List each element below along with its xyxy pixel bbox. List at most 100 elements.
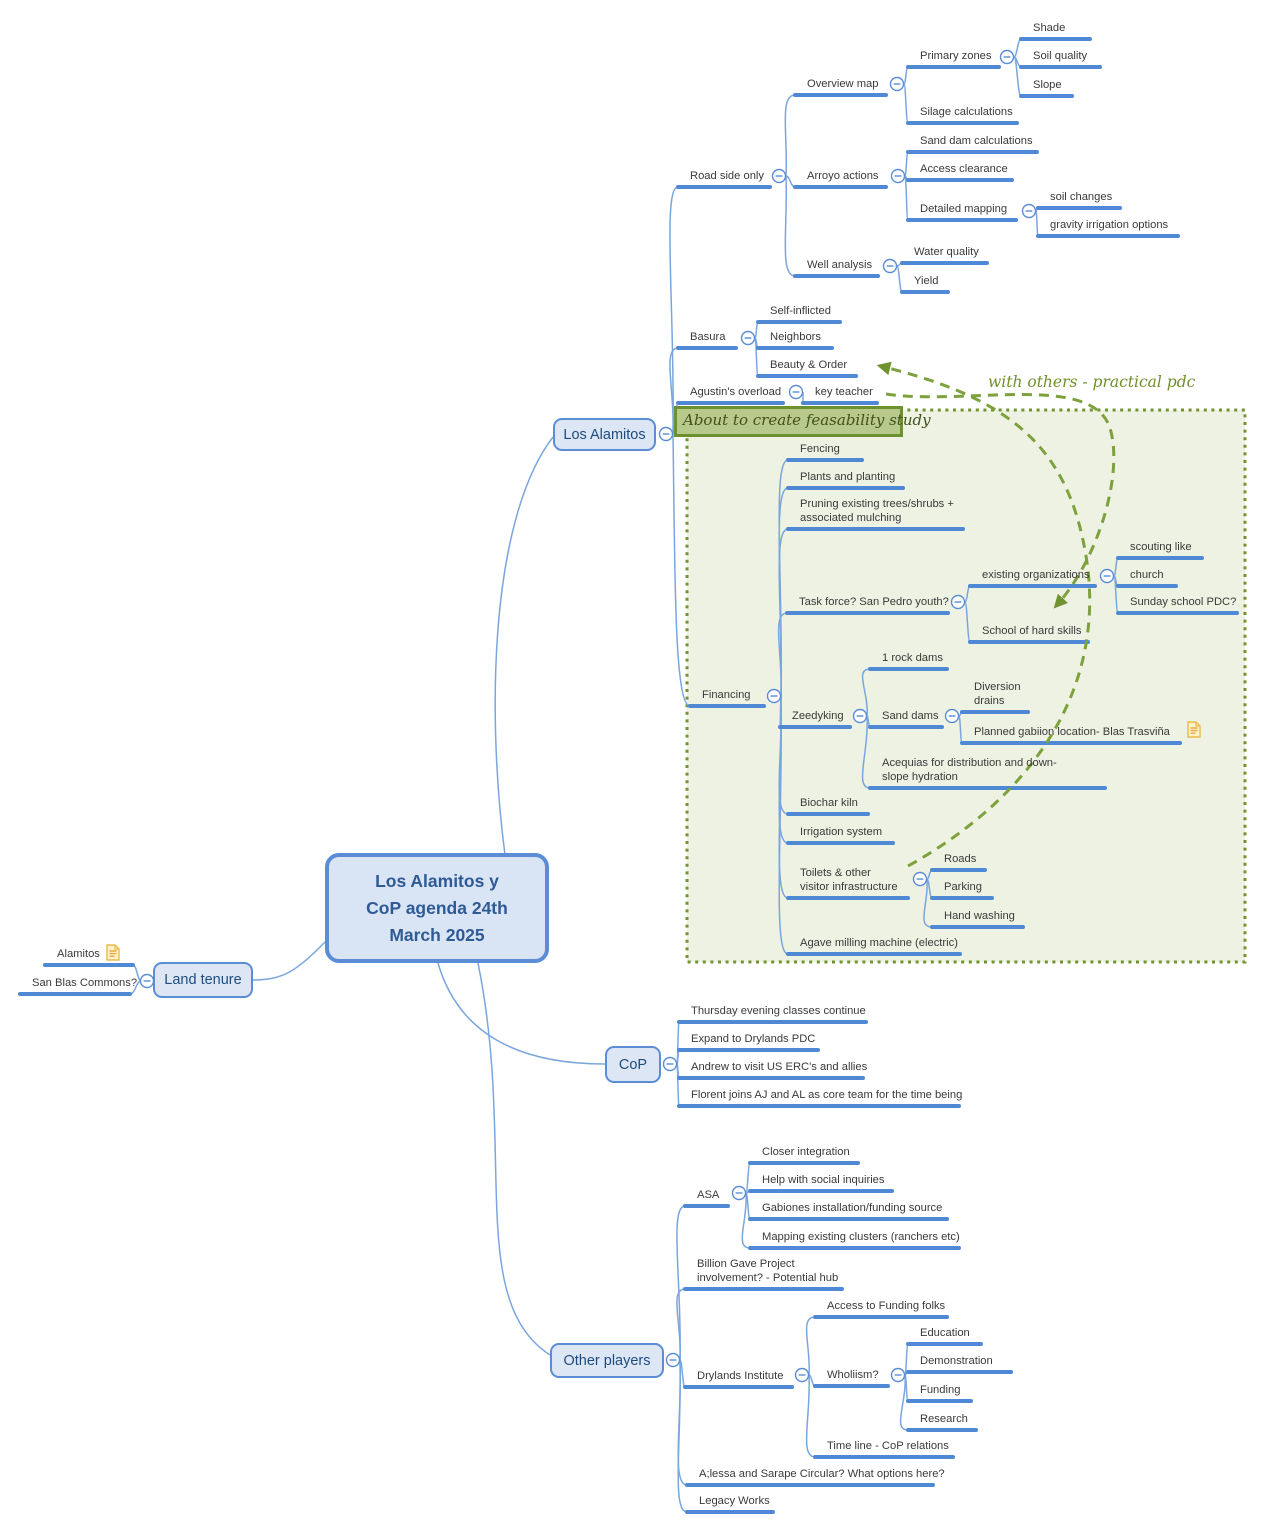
node-help-social[interactable]: Help with social inquiries [762,1174,885,1186]
node-soil-quality[interactable]: Soil quality [1033,50,1088,62]
node-gabiones[interactable]: Gabiones installation/funding source [762,1202,943,1214]
node-church[interactable]: church [1130,569,1164,581]
node-land-tenure[interactable]: Land tenure [153,962,253,998]
node-school-of-hard-skills[interactable]: School of hard skills [982,625,1082,637]
node-hand-washing[interactable]: Hand washing [944,910,1015,922]
node-agave[interactable]: Agave milling machine (electric) [800,937,958,949]
collapse-toggle[interactable] [1099,568,1115,584]
node-irrigation-system[interactable]: Irrigation system [800,826,883,838]
relation-arrows[interactable] [876,361,1116,868]
collapse-toggle[interactable] [662,1056,678,1072]
node-slope[interactable]: Slope [1033,79,1062,91]
node-expand-drylands[interactable]: Expand to Drylands PDC [691,1033,816,1045]
node-san-blas[interactable]: San Blas Commons? [32,977,138,989]
feasability-note[interactable]: About to create feasability study [674,406,931,437]
node-research[interactable]: Research [920,1413,968,1425]
collapse-toggle[interactable] [740,330,756,346]
node-parking[interactable]: Parking [944,881,982,893]
central-topic[interactable]: Los Alamitos y CoP agenda 24th March 202… [325,853,549,963]
node-sand-dams[interactable]: Sand dams [882,710,939,722]
node-pruning[interactable]: Pruning existing trees/shrubs + associat… [800,498,954,524]
node-financing[interactable]: Financing [702,689,751,701]
node-closer-integration[interactable]: Closer integration [762,1146,850,1158]
node-basura[interactable]: Basura [690,331,726,343]
node-gravity-irrigation-options[interactable]: gravity irrigation options [1050,219,1169,231]
with-others-annotation[interactable]: with others - practical pdc [988,373,1196,391]
collapse-toggle[interactable] [889,76,905,92]
node-diversion-drains[interactable]: Diversion drains [974,681,1021,707]
node-billion-gave[interactable]: Billion Gave Project involvement? - Pote… [697,1258,839,1284]
node-detailed-mapping[interactable]: Detailed mapping [920,203,1008,215]
node-well-analysis[interactable]: Well analysis [807,259,873,271]
node-planned-gabion[interactable]: Planned gabiion location- Blas Trasviña [974,726,1170,738]
node-mapping-clusters[interactable]: Mapping existing clusters (ranchers etc) [762,1231,960,1243]
node-sunday-school-pdc[interactable]: Sunday school PDC? [1130,596,1237,608]
collapse-toggle[interactable] [912,871,928,887]
node-access-funding[interactable]: Access to Funding folks [827,1300,946,1312]
node-roads[interactable]: Roads [944,853,977,865]
collapse-toggle[interactable] [731,1185,747,1201]
node-scouting-like[interactable]: scouting like [1130,541,1192,553]
collapse-toggle[interactable] [852,708,868,724]
collapse-toggle[interactable] [658,426,674,442]
node-education[interactable]: Education [920,1327,970,1339]
collapse-toggles[interactable] [139,49,1115,1383]
node-thursday-classes[interactable]: Thursday evening classes continue [691,1005,866,1017]
node-beauty-order[interactable]: Beauty & Order [770,359,848,371]
collapse-toggle[interactable] [944,708,960,724]
node-toilets[interactable]: Toilets & other visitor infrastructure [800,867,898,893]
node-alamitos[interactable]: Alamitos [57,948,100,960]
collapse-toggle[interactable] [794,1367,810,1383]
node-agustins-overload[interactable]: Agustin's overload [690,386,782,398]
node-shade[interactable]: Shade [1033,22,1066,34]
node-cop[interactable]: CoP [605,1046,661,1083]
node-key-teacher[interactable]: key teacher [815,386,873,398]
node-andrew-visit[interactable]: Andrew to visit US ERC's and allies [691,1061,868,1073]
node-water-quality[interactable]: Water quality [914,246,979,258]
node-task-force[interactable]: Task force? San Pedro youth? [799,596,949,608]
collapse-toggle[interactable] [950,594,966,610]
collapse-toggle[interactable] [890,1367,906,1383]
node-acequias[interactable]: Acequias for distribution and down- slop… [882,757,1057,783]
node-florent-joins[interactable]: Florent joins AJ and AL as core team for… [691,1089,963,1101]
collapse-toggle[interactable] [882,258,898,274]
collapse-toggle[interactable] [890,168,906,184]
node-existing-organizations[interactable]: existing organizations [982,569,1090,581]
node-zeedyking[interactable]: Zeedyking [792,710,844,722]
node-demonstration[interactable]: Demonstration [920,1355,993,1367]
collapse-toggle[interactable] [766,688,782,704]
node-arroyo-actions[interactable]: Arroyo actions [807,170,879,182]
node-biochar-kiln[interactable]: Biochar kiln [800,797,858,809]
node-primary-zones[interactable]: Primary zones [920,50,992,62]
node-legacy-works[interactable]: Legacy Works [699,1495,770,1507]
node-wholiism[interactable]: Wholiism? [827,1369,879,1381]
collapse-toggle[interactable] [999,49,1015,65]
node-timeline-cop[interactable]: Time line - CoP relations [827,1440,949,1452]
node-drylands-institute[interactable]: Drylands Institute [697,1370,784,1382]
node-fencing[interactable]: Fencing [800,443,840,455]
collapse-toggle[interactable] [1021,203,1037,219]
document-icon[interactable] [106,944,120,961]
node-alessa[interactable]: A;lessa and Sarape Circular? What option… [699,1468,945,1480]
node-sand-dam-calculations[interactable]: Sand dam calculations [920,135,1033,147]
collapse-toggle[interactable] [771,168,787,184]
node-silage-calculations[interactable]: Silage calculations [920,106,1013,118]
node-one-rock-dams[interactable]: 1 rock dams [882,652,943,664]
node-self-inflicted[interactable]: Self-inflicted [770,305,831,317]
node-funding[interactable]: Funding [920,1384,961,1396]
node-soil-changes[interactable]: soil changes [1050,191,1113,203]
node-asa[interactable]: ASA [697,1189,720,1201]
node-road-side-only[interactable]: Road side only [690,170,765,182]
collapse-toggle[interactable] [665,1352,681,1368]
node-access-clearance[interactable]: Access clearance [920,163,1008,175]
node-yield[interactable]: Yield [914,275,939,287]
node-los-alamitos[interactable]: Los Alamitos [553,418,656,451]
node-neighbors[interactable]: Neighbors [770,331,821,343]
document-icon[interactable] [1187,721,1201,738]
collapse-toggle[interactable] [139,973,155,989]
collapse-toggle[interactable] [788,384,804,400]
node-plants-and-planting[interactable]: Plants and planting [800,471,896,483]
node-overview-map[interactable]: Overview map [807,78,879,90]
node-other-players[interactable]: Other players [550,1343,664,1378]
